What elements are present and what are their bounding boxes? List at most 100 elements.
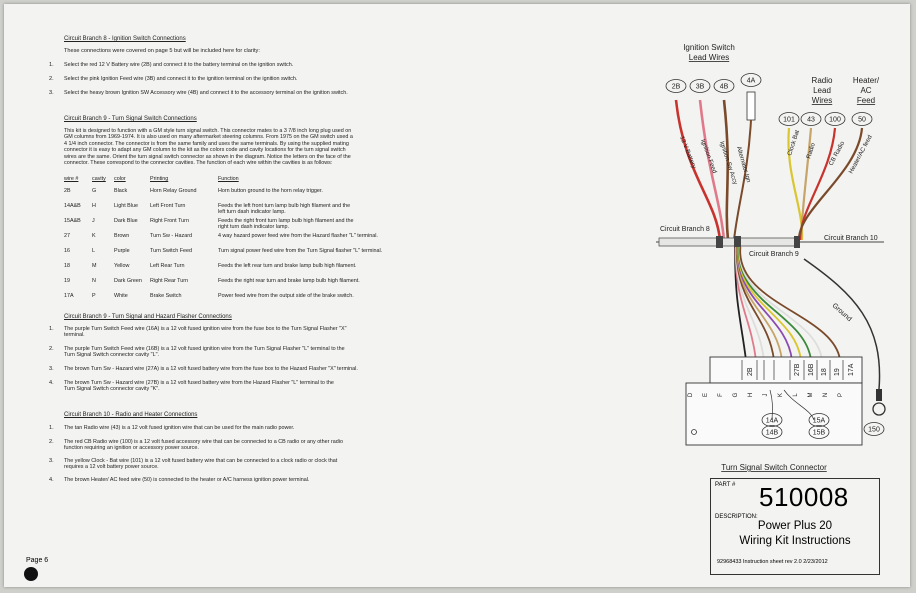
- list-number: 4.: [49, 477, 54, 483]
- sheet-footer: 92968433 Instruction sheet rev 2.0 2/23/…: [717, 559, 828, 565]
- radio-tag-outline: [851, 112, 873, 126]
- connector-tag: 15B: [813, 430, 826, 437]
- radio-tag: 100: [829, 117, 841, 124]
- heater-title-1: Heater/: [853, 76, 880, 85]
- heater-title-3: Feed: [857, 96, 875, 105]
- table-cell-wire: 15A&B: [64, 218, 81, 224]
- table-cell-function: 4 way hazard power feed wire from the Ha…: [218, 233, 378, 239]
- ignition-tag-outline: [713, 79, 735, 93]
- table-cell-printing: Right Rear Turn: [150, 278, 189, 284]
- list-number: 2.: [49, 439, 54, 445]
- connector-tag-outline: [808, 425, 830, 439]
- connector-tag: 14A: [766, 418, 779, 425]
- ignition-title-1: Ignition Switch: [683, 43, 735, 52]
- part-label: PART #: [715, 482, 736, 488]
- fan-wire-9: [739, 246, 841, 361]
- cavity-letter: K: [778, 393, 784, 397]
- table-cell-color: Brown: [114, 233, 130, 239]
- branch9-clamp: [734, 236, 741, 248]
- table-cell-function: Feeds the left rear turn and brake lamp …: [218, 263, 357, 269]
- radio-tag: 101: [783, 117, 795, 124]
- branch8-label: Circuit Branch 8: [660, 226, 710, 233]
- heater-title-2: AC: [860, 86, 871, 95]
- cavity-letter: J: [763, 394, 769, 397]
- text-column: Circuit Branch 8 - Ignition Switch Conne…: [34, 4, 624, 587]
- table-cell-color: Purple: [114, 248, 130, 254]
- table-header-cell: wire #: [64, 176, 79, 182]
- table-cell-cavity: P: [92, 293, 96, 299]
- radio-wire-label: Radio: [805, 142, 817, 160]
- ignition-tag: 3B: [696, 84, 705, 91]
- part-number: 510008: [759, 482, 849, 512]
- wire-2: [722, 99, 730, 241]
- description-line-2: Wiring Kit Instructions: [739, 535, 851, 547]
- list-item: The brown Turn Sw - Hazard wire (27A) is…: [64, 366, 358, 372]
- ignition-tag: 4A: [747, 78, 756, 85]
- table-cell-printing: Left Rear Turn: [150, 263, 185, 269]
- table-cell-printing: Right Front Turn: [150, 218, 189, 224]
- cavity-letter: D: [688, 392, 694, 397]
- table-cell-cavity: J: [92, 218, 95, 224]
- ground-label: Ground: [831, 302, 853, 323]
- list-number: 3.: [49, 458, 54, 464]
- connector-top-label: 17A: [848, 363, 855, 376]
- ignition-tag-outline: [665, 79, 687, 93]
- branch8-intro: These connections were covered on page 5…: [64, 48, 260, 54]
- connector-title: Turn Signal Switch Connector: [721, 463, 827, 472]
- list-number: 1.: [49, 326, 54, 332]
- page-label: Page 6: [26, 557, 49, 564]
- list-number: 3.: [49, 366, 54, 372]
- table-cell-color: Yellow: [114, 263, 130, 269]
- description-line-1: Power Plus 20: [757, 520, 833, 532]
- branch9-intro: This kit is designed to function with a …: [64, 128, 353, 167]
- branch10-label: Circuit Branch 10: [824, 235, 878, 242]
- connector-tag: 15A: [813, 418, 826, 425]
- radio-title-3: Wires: [812, 96, 832, 105]
- table-cell-function: Turn signal power feed wire from the Tur…: [218, 248, 383, 254]
- connector-tag: 150: [868, 427, 880, 434]
- radio-title-1: Radio: [812, 76, 833, 85]
- list-item: The tan Radio wire (43) is a 12 volt fus…: [64, 425, 295, 431]
- list-number: 1.: [49, 425, 54, 431]
- radio-tag-outline: [824, 112, 846, 126]
- connector-tag-outline: [761, 425, 783, 439]
- connector-top-label: 2B: [747, 367, 754, 376]
- table-cell-printing: Horn Relay Ground: [150, 188, 197, 194]
- cavity-letter: N: [823, 393, 829, 397]
- cavity-letter: F: [718, 393, 724, 397]
- table-cell-color: Dark Blue: [114, 218, 138, 224]
- leader: [769, 389, 773, 421]
- table-cell-function: Feeds the left front turn lamp bulb high…: [218, 203, 351, 216]
- radio-tag-outline: [778, 112, 800, 126]
- connector-tag: 14B: [766, 430, 779, 437]
- table-header-cell: Printing: [150, 176, 169, 182]
- table-cell-color: White: [114, 293, 128, 299]
- list-item: The yellow Clock - Bat wire (101) is a 1…: [64, 458, 338, 471]
- table-cell-cavity: N: [92, 278, 96, 284]
- description-label: DESCRIPTION:: [715, 514, 758, 520]
- branch9-title: Circuit Branch 9 - Turn Signal Switch Co…: [64, 116, 197, 122]
- list-number: 2.: [49, 76, 54, 82]
- table-cell-cavity: M: [92, 263, 97, 269]
- list-item: The purple Turn Switch Feed wire (16A) i…: [64, 326, 347, 339]
- list-item: Select the red 12 V Battery wire (2B) an…: [64, 62, 294, 68]
- radio-wire-3: [797, 127, 864, 241]
- connector-tag-outline: [761, 413, 783, 427]
- table-cell-printing: Turn Sw - Hazard: [150, 233, 193, 239]
- connector-top: [709, 356, 863, 384]
- leader: [783, 389, 815, 421]
- table-cell-wire: 27: [64, 233, 70, 239]
- list-item: The red CB Radio wire (100) is a 12 volt…: [64, 439, 343, 452]
- table-header-cell: cavity: [92, 176, 106, 182]
- table-cell-wire: 16: [64, 248, 70, 254]
- list-number: 4.: [49, 380, 54, 386]
- table-cell-color: Dark Green: [114, 278, 142, 284]
